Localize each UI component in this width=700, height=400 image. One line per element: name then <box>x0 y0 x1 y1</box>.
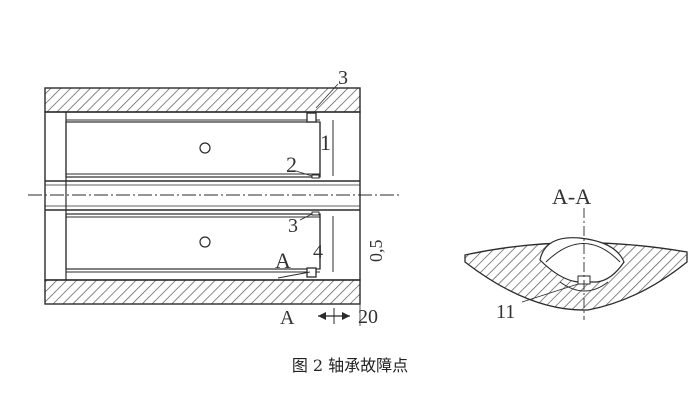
bearing-body-outline <box>44 111 361 281</box>
bearing-longitudinal-section <box>28 83 400 326</box>
label-fault-3-mid: 3 <box>288 215 298 237</box>
fault-point-1-marker <box>306 112 317 123</box>
label-fault-11: 11 <box>496 301 515 323</box>
fault-point-3-marker <box>311 211 320 216</box>
section-a-a <box>464 208 688 320</box>
outer-ring-bottom <box>44 279 361 305</box>
label-section-a: A <box>275 248 291 273</box>
lower-roller-hole <box>199 236 211 248</box>
label-fault-4: 4 <box>313 241 323 263</box>
section-title: A-A <box>552 184 591 209</box>
upper-roller <box>65 121 321 178</box>
outer-ring-top <box>44 87 361 113</box>
label-dim-20: 20 <box>358 306 378 328</box>
label-section-a-arrow: A <box>280 307 295 329</box>
upper-roller-hole <box>199 142 211 154</box>
label-fault-2: 2 <box>286 152 297 177</box>
fault-point-2-marker <box>311 174 320 179</box>
label-fault-3-top: 3 <box>338 67 348 89</box>
figure-caption: 图 2 轴承故障点 <box>291 356 409 375</box>
label-fault-1: 1 <box>320 130 331 155</box>
label-dim-0-5: 0,5 <box>366 240 386 263</box>
